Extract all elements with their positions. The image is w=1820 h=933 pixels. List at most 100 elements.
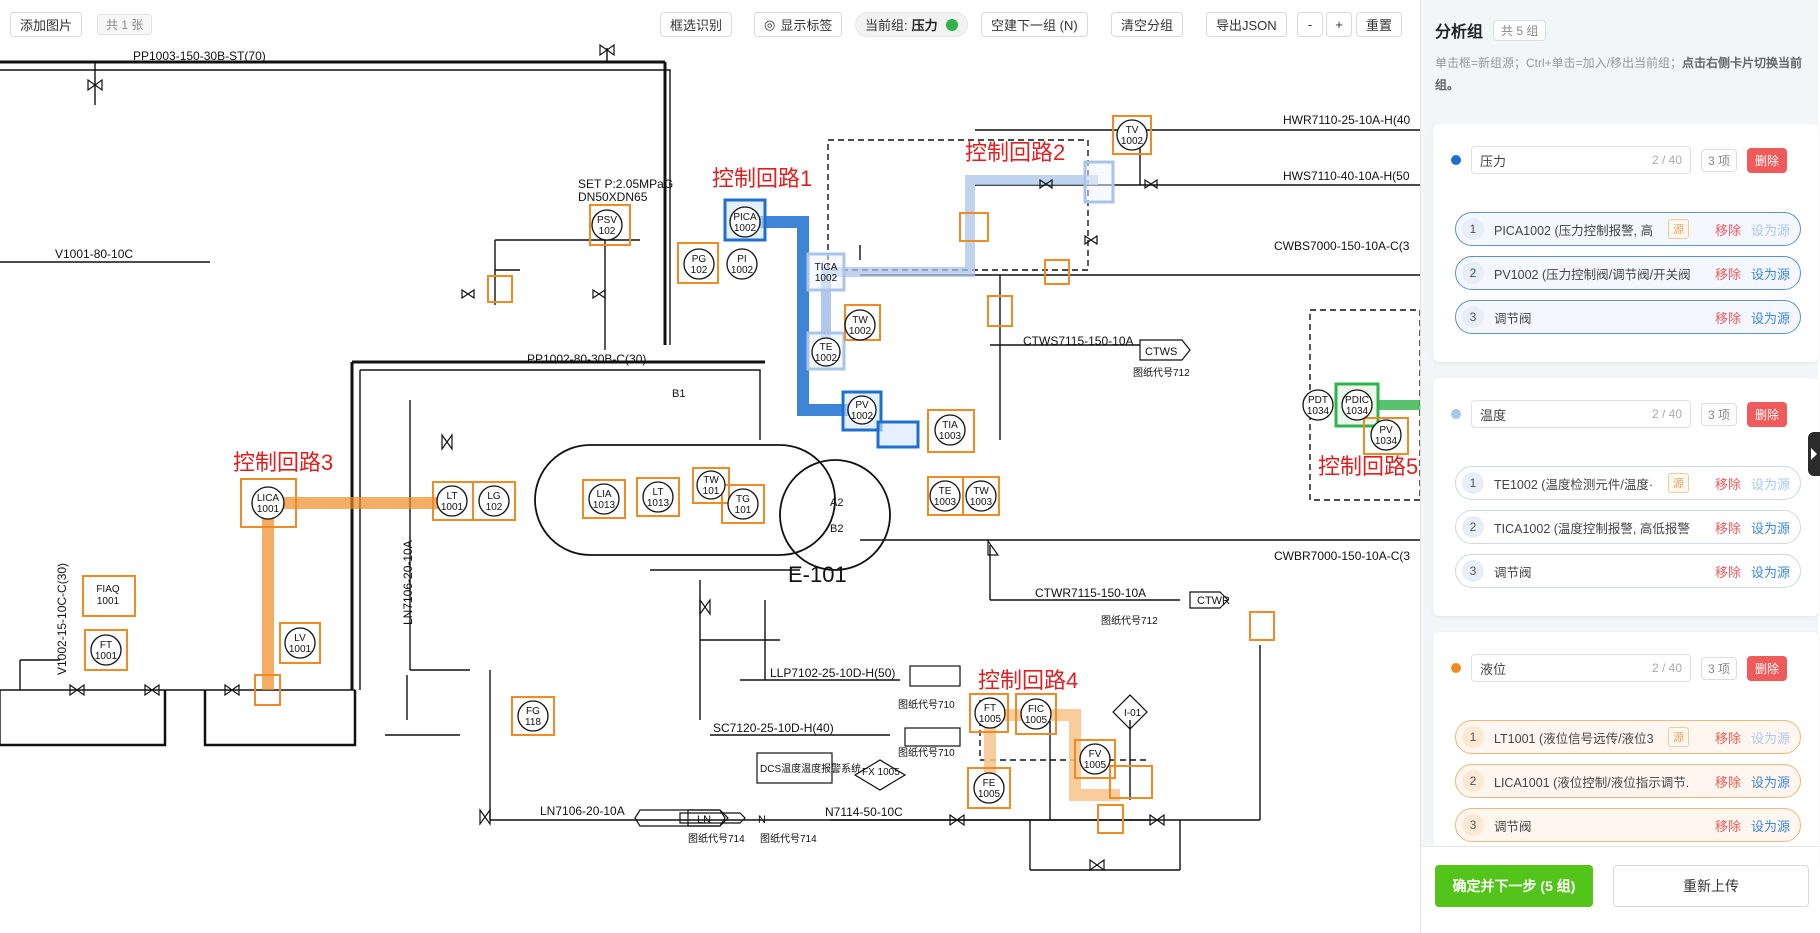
group-item[interactable]: 3 调节阀 移除 设为源 bbox=[1455, 300, 1801, 334]
set-source-button[interactable]: 设为源 bbox=[1750, 730, 1790, 746]
confirm-next-button[interactable]: 确定并下一步 (5 组) bbox=[1435, 865, 1593, 907]
toolbar: 添加图片 共 1 张 框选识别 ◎显示标签 当前组: 压力 空建下一组 (N) … bbox=[0, 0, 1420, 48]
loop-label-2: 控制回路2 bbox=[965, 140, 1065, 165]
svg-text:PG: PG bbox=[692, 254, 707, 265]
set-source-button[interactable]: 设为源 bbox=[1750, 818, 1790, 834]
export-json-button[interactable]: 导出JSON bbox=[1206, 12, 1287, 37]
svg-text:PDIC: PDIC bbox=[1345, 395, 1369, 406]
set-source-button[interactable]: 设为源 bbox=[1750, 310, 1790, 326]
group-color-dot bbox=[1451, 409, 1461, 419]
group-item[interactable]: 2 LICA1001 (液位控制/液位指示调节. 移除 设为源 bbox=[1455, 764, 1801, 798]
svg-text:A2: A2 bbox=[830, 497, 843, 509]
remove-button[interactable]: 移除 bbox=[1714, 520, 1741, 536]
loop-labels: 控制回路1 控制回路2 控制回路3 控制回路4 控制回路5 bbox=[233, 140, 1418, 693]
svg-text:PP1002-80-30B-C(30): PP1002-80-30B-C(30) bbox=[527, 352, 646, 366]
svg-text:1005: 1005 bbox=[1025, 715, 1048, 726]
svg-text:1002: 1002 bbox=[851, 411, 874, 422]
svg-text:FIC: FIC bbox=[1028, 704, 1044, 715]
remove-button[interactable]: 移除 bbox=[1714, 564, 1741, 580]
group-item[interactable]: 3 调节阀 移除 设为源 bbox=[1455, 554, 1801, 588]
new-group-button[interactable]: 空建下一组 (N) bbox=[981, 12, 1088, 37]
source-badge: 源 bbox=[1668, 727, 1689, 747]
remove-button[interactable]: 移除 bbox=[1714, 222, 1741, 238]
sidebar-hint: 单击框=新组源；Ctrl+单击=加入/移出当前组；点击右侧卡片切换当前组。 bbox=[1435, 56, 1803, 92]
remove-button[interactable]: 移除 bbox=[1714, 476, 1741, 492]
svg-text:N7114-50-10C: N7114-50-10C bbox=[825, 805, 903, 819]
svg-text:1013: 1013 bbox=[593, 500, 616, 511]
group-item[interactable]: 2 PV1002 (压力控制阀/调节阀/开关阀 移除 设为源 bbox=[1455, 256, 1801, 290]
svg-text:PDT: PDT bbox=[1308, 395, 1328, 406]
sidebar-footer: 确定并下一步 (5 组) 重新上传 bbox=[1421, 846, 1819, 933]
svg-text:LN: LN bbox=[697, 814, 711, 826]
set-source-button[interactable]: 设为源 bbox=[1750, 266, 1790, 282]
svg-text:CTWR: CTWR bbox=[1197, 595, 1230, 607]
show-labels-button[interactable]: ◎显示标签 bbox=[754, 12, 843, 37]
box-detect-button[interactable]: 框选识别 bbox=[660, 12, 733, 37]
remove-button[interactable]: 移除 bbox=[1714, 774, 1741, 790]
svg-text:CTWS7115-150-10A: CTWS7115-150-10A bbox=[1023, 334, 1134, 348]
svg-text:DN50XDN65: DN50XDN65 bbox=[578, 190, 648, 204]
svg-text:1001: 1001 bbox=[257, 504, 280, 515]
svg-text:PV: PV bbox=[1379, 425, 1393, 436]
reupload-button[interactable]: 重新上传 bbox=[1613, 865, 1809, 907]
source-badge: 源 bbox=[1668, 219, 1689, 239]
group-item[interactable]: 1 PICA1002 (压力控制报警, 高 源 移除 设为源 bbox=[1455, 212, 1801, 246]
set-source-button[interactable]: 设为源 bbox=[1750, 222, 1790, 238]
clear-groups-button[interactable]: 清空分组 bbox=[1111, 12, 1184, 37]
remove-button[interactable]: 移除 bbox=[1714, 266, 1741, 282]
delete-group-button[interactable]: 删除 bbox=[1747, 401, 1788, 427]
delete-group-button[interactable]: 删除 bbox=[1747, 147, 1788, 173]
collapse-handle-icon[interactable] bbox=[1808, 432, 1820, 476]
svg-text:图纸代号712: 图纸代号712 bbox=[1101, 614, 1158, 627]
group-color-dot bbox=[945, 18, 958, 31]
zoom-out-button[interactable]: - bbox=[1297, 12, 1323, 37]
svg-text:图纸代号714: 图纸代号714 bbox=[760, 832, 817, 845]
svg-text:PSV: PSV bbox=[597, 215, 617, 226]
svg-text:118: 118 bbox=[525, 717, 541, 728]
group-item[interactable]: 1 TE1002 (温度检测元件/温度· 源 移除 设为源 bbox=[1455, 466, 1801, 500]
sidebar-title: 分析组 bbox=[1435, 24, 1484, 41]
group-item-count: 3 项 bbox=[1701, 402, 1738, 426]
svg-text:I-01: I-01 bbox=[1124, 708, 1142, 719]
svg-text:SC7120-25-10D-H(40): SC7120-25-10D-H(40) bbox=[713, 721, 834, 735]
svg-text:LT: LT bbox=[447, 491, 458, 502]
eye-icon: ◎ bbox=[764, 16, 776, 32]
svg-text:PP1003-150-30B-ST(70): PP1003-150-30B-ST(70) bbox=[133, 49, 266, 63]
svg-text:PV: PV bbox=[855, 400, 869, 411]
svg-text:FG: FG bbox=[526, 706, 540, 717]
add-image-button[interactable]: 添加图片 bbox=[10, 12, 83, 37]
group-item[interactable]: 1 LT1001 (液位信号远传/液位3 源 移除 设为源 bbox=[1455, 720, 1801, 754]
remove-button[interactable]: 移除 bbox=[1714, 310, 1741, 326]
zoom-in-button[interactable]: + bbox=[1326, 12, 1352, 37]
svg-text:图纸代号710: 图纸代号710 bbox=[898, 746, 955, 759]
svg-text:1034: 1034 bbox=[1307, 406, 1330, 417]
group-item-count: 3 项 bbox=[1701, 148, 1738, 172]
svg-text:FE: FE bbox=[983, 778, 996, 789]
svg-text:101: 101 bbox=[735, 505, 752, 516]
set-source-button[interactable]: 设为源 bbox=[1750, 476, 1790, 492]
svg-text:1005: 1005 bbox=[978, 789, 1001, 800]
group-color-dot bbox=[1451, 155, 1461, 165]
reset-button[interactable]: 重置 bbox=[1356, 12, 1403, 37]
set-source-button[interactable]: 设为源 bbox=[1750, 774, 1790, 790]
set-source-button[interactable]: 设为源 bbox=[1750, 564, 1790, 580]
svg-text:CWBS7000-150-10A-C(3: CWBS7000-150-10A-C(3 bbox=[1274, 239, 1410, 253]
delete-group-button[interactable]: 删除 bbox=[1747, 655, 1788, 681]
svg-text:101: 101 bbox=[703, 486, 720, 497]
set-source-button[interactable]: 设为源 bbox=[1750, 520, 1790, 536]
svg-text:1002: 1002 bbox=[731, 265, 754, 276]
svg-text:1001: 1001 bbox=[95, 651, 118, 662]
group-item[interactable]: 3 调节阀 移除 设为源 bbox=[1455, 808, 1801, 842]
remove-button[interactable]: 移除 bbox=[1714, 818, 1741, 834]
group-item[interactable]: 2 TICA1002 (温度控制报警, 高低报警 移除 设为源 bbox=[1455, 510, 1801, 544]
remove-button[interactable]: 移除 bbox=[1714, 730, 1741, 746]
